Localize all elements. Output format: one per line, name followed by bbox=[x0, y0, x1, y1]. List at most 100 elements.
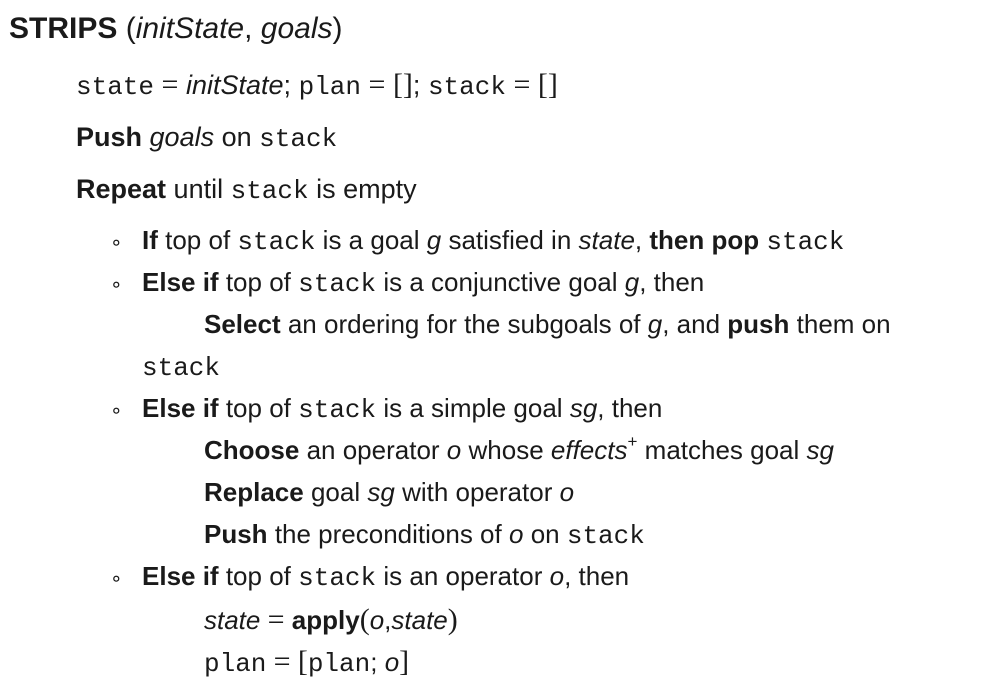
semicolon: ; bbox=[412, 70, 421, 100]
var-state: state bbox=[76, 72, 155, 102]
text: goal bbox=[310, 477, 361, 507]
var-o: o bbox=[384, 647, 400, 677]
var-stack: stack bbox=[427, 72, 506, 102]
repeat-line: Repeat until stack is empty bbox=[76, 174, 417, 206]
text: them on bbox=[796, 309, 891, 339]
keyword-then-pop: then pop bbox=[649, 225, 760, 255]
comma: , bbox=[384, 605, 392, 635]
bullet-icon: ∘ bbox=[110, 274, 123, 296]
bracket-open: [ bbox=[297, 645, 308, 678]
var-state: state bbox=[391, 605, 448, 635]
text: is a goal bbox=[322, 225, 420, 255]
text: until bbox=[173, 174, 224, 204]
case-2-select-wrap: stack bbox=[142, 353, 220, 381]
text: an ordering for the subgoals of bbox=[287, 309, 641, 339]
equals: = bbox=[368, 68, 386, 101]
case-4-line: Else if top of stack is an operator o, t… bbox=[142, 563, 629, 591]
var-goals: goals bbox=[149, 122, 215, 152]
paren-close: ) bbox=[332, 12, 343, 45]
keyword-choose: Choose bbox=[204, 435, 300, 465]
var-o: o bbox=[508, 519, 524, 549]
empty-list: [] bbox=[537, 68, 558, 101]
var-o: o bbox=[549, 561, 565, 591]
text: is an operator bbox=[383, 561, 543, 591]
keyword-replace: Replace bbox=[204, 477, 304, 507]
keyword-else-if: Else if bbox=[142, 561, 219, 591]
var-effects: effects bbox=[550, 435, 628, 465]
var-stack: stack bbox=[259, 124, 338, 154]
empty-list: [] bbox=[392, 68, 413, 101]
equals: = bbox=[161, 68, 179, 101]
text: is empty bbox=[316, 174, 417, 204]
var-stack: stack bbox=[566, 521, 645, 551]
var-sg: sg bbox=[806, 435, 835, 465]
comma: , bbox=[634, 225, 643, 255]
var-sg: sg bbox=[367, 477, 395, 507]
var-plan: plan bbox=[298, 72, 361, 102]
keyword-else-if: Else if bbox=[142, 267, 219, 297]
case-3-line: Else if top of stack is a simple goal sg… bbox=[142, 395, 662, 423]
paren-open: ( bbox=[359, 603, 370, 636]
keyword-push: Push bbox=[76, 122, 143, 152]
bullet-icon: ∘ bbox=[110, 232, 123, 254]
text: is a conjunctive goal bbox=[383, 267, 618, 297]
var-plan: plan bbox=[307, 649, 371, 679]
var-stack: stack bbox=[298, 563, 377, 593]
text: satisfied in bbox=[448, 225, 572, 255]
keyword-push: push bbox=[727, 309, 790, 339]
comma: , bbox=[244, 12, 253, 45]
var-g: g bbox=[647, 309, 663, 339]
keyword-repeat: Repeat bbox=[76, 174, 167, 204]
case-4-plan-line: plan = [plan; o] bbox=[204, 645, 409, 679]
var-state: state bbox=[578, 225, 635, 255]
bullet-icon: ∘ bbox=[110, 568, 123, 590]
var-plan: plan bbox=[204, 649, 267, 679]
algorithm-name: STRIPS bbox=[9, 12, 118, 45]
var-stack: stack bbox=[142, 353, 221, 383]
keyword-select: Select bbox=[204, 309, 281, 339]
text: top of bbox=[225, 561, 291, 591]
case-2-select-line: Select an ordering for the subgoals of g… bbox=[204, 311, 891, 337]
case-1-line: If top of stack is a goal g satisfied in… bbox=[142, 227, 844, 255]
var-stack: stack bbox=[298, 269, 377, 299]
text: , then bbox=[597, 393, 663, 423]
text: the preconditions of bbox=[274, 519, 502, 549]
var-stack: stack bbox=[237, 227, 316, 257]
text: , then bbox=[564, 561, 630, 591]
init-line: state = initState; plan = []; stack = [] bbox=[76, 68, 558, 102]
superscript-plus: + bbox=[627, 432, 638, 451]
paren-open: ( bbox=[125, 12, 136, 45]
equals: = bbox=[273, 645, 291, 678]
bullet-icon: ∘ bbox=[110, 400, 123, 422]
equals: = bbox=[267, 603, 285, 636]
var-o: o bbox=[559, 477, 575, 507]
var-stack: stack bbox=[766, 227, 845, 257]
text: matches goal bbox=[644, 435, 800, 465]
var-o: o bbox=[446, 435, 462, 465]
var-g: g bbox=[426, 225, 442, 255]
text: top of bbox=[225, 393, 291, 423]
var-sg: sg bbox=[569, 393, 598, 423]
case-3-replace-line: Replace goal sg with operator o bbox=[204, 479, 574, 505]
text: on bbox=[530, 519, 560, 549]
var-stack: stack bbox=[298, 395, 377, 425]
text: an operator bbox=[306, 435, 440, 465]
function-apply: apply bbox=[291, 605, 360, 635]
var-state: state bbox=[204, 605, 261, 635]
case-4-state-line: state = apply(o,state) bbox=[204, 605, 458, 635]
algorithm-title: STRIPS (initState, goals) bbox=[9, 14, 343, 44]
text: , and bbox=[662, 309, 721, 339]
param-goals: goals bbox=[260, 12, 333, 45]
text: top of bbox=[165, 225, 231, 255]
param-initstate: initState bbox=[135, 12, 245, 45]
text: on bbox=[221, 122, 252, 152]
case-3-choose-line: Choose an operator o whose effects+ matc… bbox=[204, 433, 835, 465]
keyword-if: If bbox=[142, 225, 158, 255]
var-stack: stack bbox=[230, 176, 309, 206]
semicolon: ; bbox=[283, 70, 292, 100]
keyword-push: Push bbox=[204, 519, 268, 549]
case-3-push-line: Push the preconditions of o on stack bbox=[204, 521, 645, 549]
text: with operator bbox=[402, 477, 553, 507]
var-g: g bbox=[624, 267, 640, 297]
case-2-line: Else if top of stack is a conjunctive go… bbox=[142, 269, 704, 297]
